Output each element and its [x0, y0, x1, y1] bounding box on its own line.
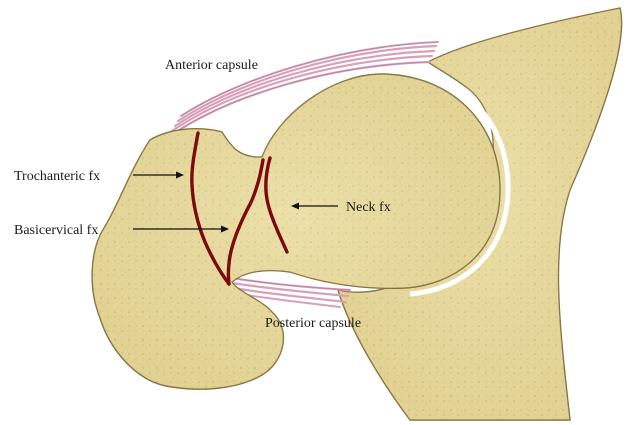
posterior-capsule-label: Posterior capsule [265, 316, 361, 331]
basicervical-fx-label: Basicervical fx [14, 223, 98, 238]
trochanteric-fx-label: Trochanteric fx [14, 169, 100, 184]
anterior-capsule-label: Anterior capsule [165, 58, 258, 73]
neck-fx-label: Neck fx [346, 200, 391, 215]
